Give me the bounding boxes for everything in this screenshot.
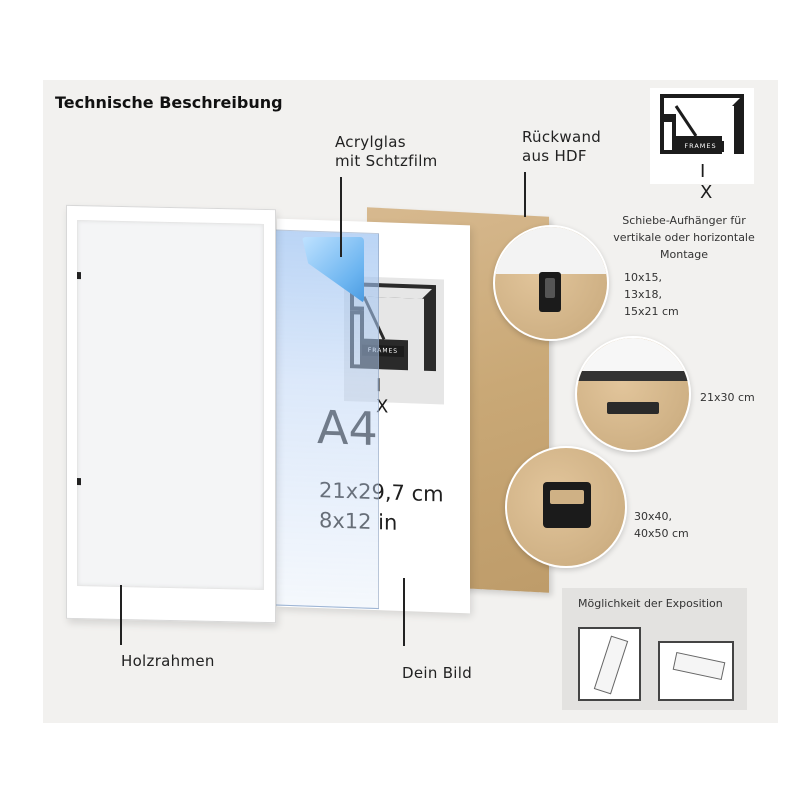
brand-logo: FRAMES I X xyxy=(650,88,754,203)
size-large-2: 40x50 cm xyxy=(634,527,689,540)
horizontal-slip xyxy=(672,651,726,681)
frame-label: Holzrahmen xyxy=(121,652,215,670)
size-large-1: 30x40, xyxy=(634,510,673,523)
picture-label: Dein Bild xyxy=(402,664,473,682)
exposition-title: Möglichkeit der Exposition xyxy=(578,597,723,610)
backboard-label: Rückwand aus HDF xyxy=(522,128,601,166)
detail-bar-hanger xyxy=(575,336,691,452)
logo-word: FRAMES xyxy=(677,141,724,152)
wooden-frame xyxy=(66,204,276,624)
frame-clip-bottom xyxy=(77,478,81,486)
size-small-1: 10x15, xyxy=(624,271,663,284)
detail-sawtooth-hanger xyxy=(505,446,627,568)
size-medium: 21x30 cm xyxy=(700,391,755,404)
wall-surface-2 xyxy=(577,338,689,371)
backboard-label-line1: Rückwand xyxy=(522,128,602,146)
page-title: Technische Beschreibung xyxy=(55,93,283,112)
size-small-3: 15x21 cm xyxy=(624,305,679,318)
frame-opening xyxy=(77,220,264,590)
backboard-leader-line xyxy=(524,172,526,217)
frame-edge xyxy=(577,371,689,381)
sheet-logo-letters: I X xyxy=(376,375,405,419)
picture-leader-line xyxy=(403,578,405,646)
horizontal-frame-icon xyxy=(658,641,734,701)
acrylic-label-line1: Acrylglas xyxy=(335,133,406,151)
frame-leader-line xyxy=(120,585,122,645)
sawtooth-hanger-icon xyxy=(543,482,591,528)
sizes-large-list: 30x40, 40x50 cm xyxy=(634,508,689,542)
vertical-frame-icon xyxy=(578,627,641,701)
logo-letters: I X xyxy=(700,161,729,203)
size-small-2: 13x18, xyxy=(624,288,663,301)
acrylic-label-line2: mit Schtzfilm xyxy=(335,152,438,170)
backboard-label-line2: aus HDF xyxy=(522,147,587,165)
hanger-description-line1: Schiebe-Aufhänger für xyxy=(622,214,746,227)
acrylic-leader-line xyxy=(340,177,342,257)
acrylic-label: Acrylglas mit Schtzfilm xyxy=(335,133,438,171)
sizes-small-list: 10x15, 13x18, 15x21 cm xyxy=(624,269,679,320)
exposition-box: Möglichkeit der Exposition xyxy=(562,588,747,710)
bar-hanger-icon xyxy=(607,402,659,414)
frame-clip-top xyxy=(77,272,81,280)
vertical-slip xyxy=(593,635,629,695)
wall-surface xyxy=(495,227,607,274)
hanger-description: Schiebe-Aufhänger für vertikale oder hor… xyxy=(588,212,780,263)
hanger-description-line2: vertikale oder horizontale xyxy=(613,231,755,244)
detail-slide-hanger xyxy=(493,225,609,341)
slide-hook-icon xyxy=(539,272,561,312)
hanger-description-line3: Montage xyxy=(660,248,708,261)
